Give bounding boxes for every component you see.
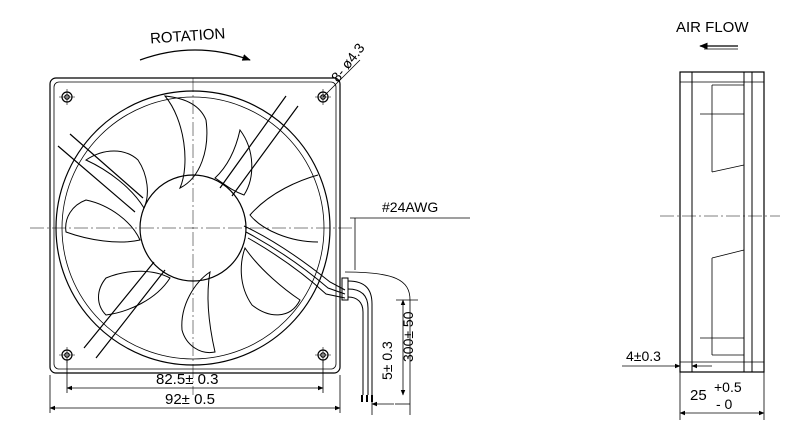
rotation-label: ROTATION [150,25,226,47]
dim-depth-minus: - 0 [716,396,733,412]
support-struts [57,95,299,359]
side-frame [679,71,765,373]
wire-gauge-leader [350,217,470,270]
hole-callout: 8- ø4.3 [328,40,368,85]
dim-depth-main: 25 [690,387,707,404]
fan-frame-inner [53,81,337,370]
lead-wires [243,225,411,402]
wire-gauge-label: #24AWG [382,199,438,215]
front-dimensions [49,299,418,415]
fan-frame [49,77,341,374]
dim-lead-length: 300± 50 [400,311,416,362]
air-flow-label: AIR FLOW [676,19,749,36]
fan-blades [65,95,319,354]
front-view [30,77,411,402]
dim-width: 92± 0.5 [165,391,215,408]
side-dimensions [622,362,765,420]
dim-depth-plus: +0.5 [714,379,742,395]
side-view [660,71,780,373]
side-blades [700,84,745,356]
rotation-arrow [139,49,251,61]
mounting-holes [59,89,331,363]
center-lines [30,78,355,395]
dim-lead-strip: 5± 0.3 [379,341,395,380]
dim-flange: 4±0.3 [626,348,661,364]
dim-hole-pitch: 82.5± 0.3 [156,371,218,388]
hole-callout-leader [322,59,361,98]
